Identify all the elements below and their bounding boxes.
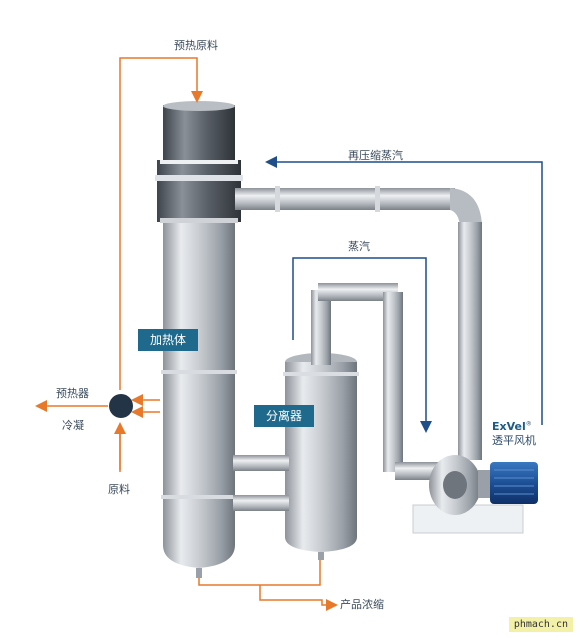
label-feed: 原料: [108, 483, 130, 496]
steam-pipe: [311, 283, 445, 480]
recompressed-pipe: [235, 186, 482, 460]
connecting-pipes: [233, 455, 289, 511]
orange-flows: [35, 57, 338, 611]
fan-label: ExVel® 透平风机: [492, 420, 536, 448]
label-product-concentrate: 产品浓缩: [340, 598, 384, 611]
watermark: phmach.cn: [508, 617, 573, 632]
fan-name: 透平风机: [492, 433, 536, 447]
tag-separator: 分离器: [254, 405, 315, 427]
junction-node: [109, 394, 133, 418]
label-condensate: 冷凝: [62, 419, 84, 432]
label-preheater: 预热器: [56, 387, 89, 400]
heater-column: [155, 101, 243, 578]
label-preheat-feed: 预热原料: [174, 39, 218, 52]
label-steam: 蒸汽: [348, 240, 370, 253]
fan-brand-name: ExVel: [492, 420, 526, 433]
label-recompressed-steam: 再压缩蒸汽: [348, 149, 403, 162]
separator-vessel: [283, 353, 359, 560]
tag-heater: 加热体: [138, 329, 199, 351]
blue-flows: [265, 156, 543, 433]
turbo-fan: [412, 455, 538, 534]
registered-mark: ®: [525, 420, 532, 428]
